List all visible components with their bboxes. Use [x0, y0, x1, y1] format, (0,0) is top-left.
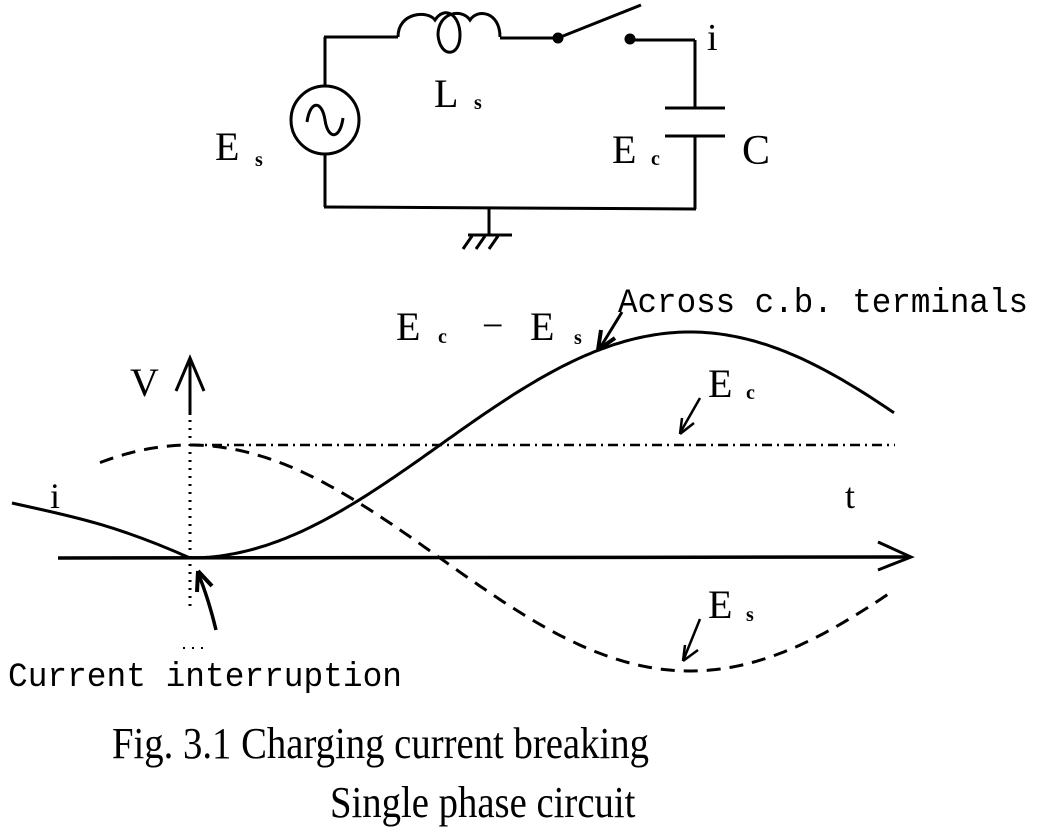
v-axis-arrowhead	[174, 354, 206, 392]
diff-label-sub2: s	[574, 327, 582, 349]
v-axis-label: V	[130, 360, 159, 405]
inductor-subscript: s	[474, 92, 482, 114]
capacitor-label: C	[742, 128, 770, 174]
bottom-wire	[323, 205, 697, 211]
arrow-ec-minus-es	[596, 311, 624, 352]
switch-icon	[552, 3, 642, 45]
capacitor-voltage-label: E	[612, 127, 636, 172]
ec-subscript: c	[746, 382, 755, 404]
inductor-label: L	[434, 71, 458, 116]
figure-caption-line2: Single phase circuit	[330, 778, 636, 827]
interruption-label: Current interruption	[8, 659, 402, 697]
waveform-plot	[11, 311, 915, 673]
source-subscript: s	[255, 149, 263, 171]
figure-caption-line1: Fig. 3.1 Charging current breaking	[112, 719, 649, 768]
ground-icon	[461, 208, 512, 250]
diff-label-minus: −	[482, 305, 503, 347]
diff-label-e2: E	[530, 304, 554, 349]
es-subscript: s	[746, 604, 754, 626]
t-axis-label: t	[845, 476, 855, 516]
ec-label: E	[708, 361, 732, 406]
arrow-interruption	[195, 569, 218, 631]
terminal-annotation: Across c.b. terminals	[618, 285, 1028, 323]
inductor-icon	[396, 11, 502, 54]
diff-label-sub1: c	[438, 326, 447, 348]
es-label: E	[708, 582, 732, 627]
es-curve	[99, 443, 889, 673]
circuit-current-label: i	[707, 17, 718, 59]
t-axis-arrowhead	[877, 540, 915, 572]
ec-minus-es-curve	[190, 330, 895, 560]
source-label: E	[215, 124, 239, 169]
current-curve	[11, 501, 191, 560]
arrow-ec	[678, 397, 702, 435]
ac-source-icon	[289, 84, 361, 156]
capacitor-icon	[665, 106, 725, 138]
circuit-diagram	[289, 3, 725, 250]
capacitor-voltage-subscript: c	[651, 148, 660, 170]
arrow-es	[681, 618, 702, 663]
diff-label-e1: E	[396, 304, 420, 349]
current-label: i	[50, 476, 60, 516]
